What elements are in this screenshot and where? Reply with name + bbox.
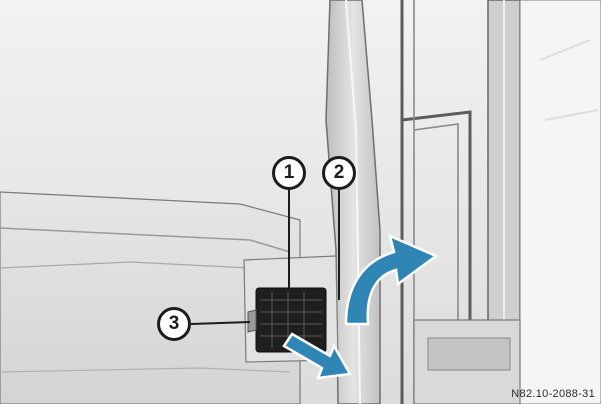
figure-reference-code: N82.10-2088-31 — [511, 388, 595, 400]
door-pocket — [428, 338, 510, 370]
callout-1: 1 — [272, 156, 306, 190]
window-glass — [520, 0, 601, 404]
callout-3: 3 — [157, 307, 191, 341]
callout-2: 2 — [322, 156, 356, 190]
release-tab — [248, 310, 256, 332]
